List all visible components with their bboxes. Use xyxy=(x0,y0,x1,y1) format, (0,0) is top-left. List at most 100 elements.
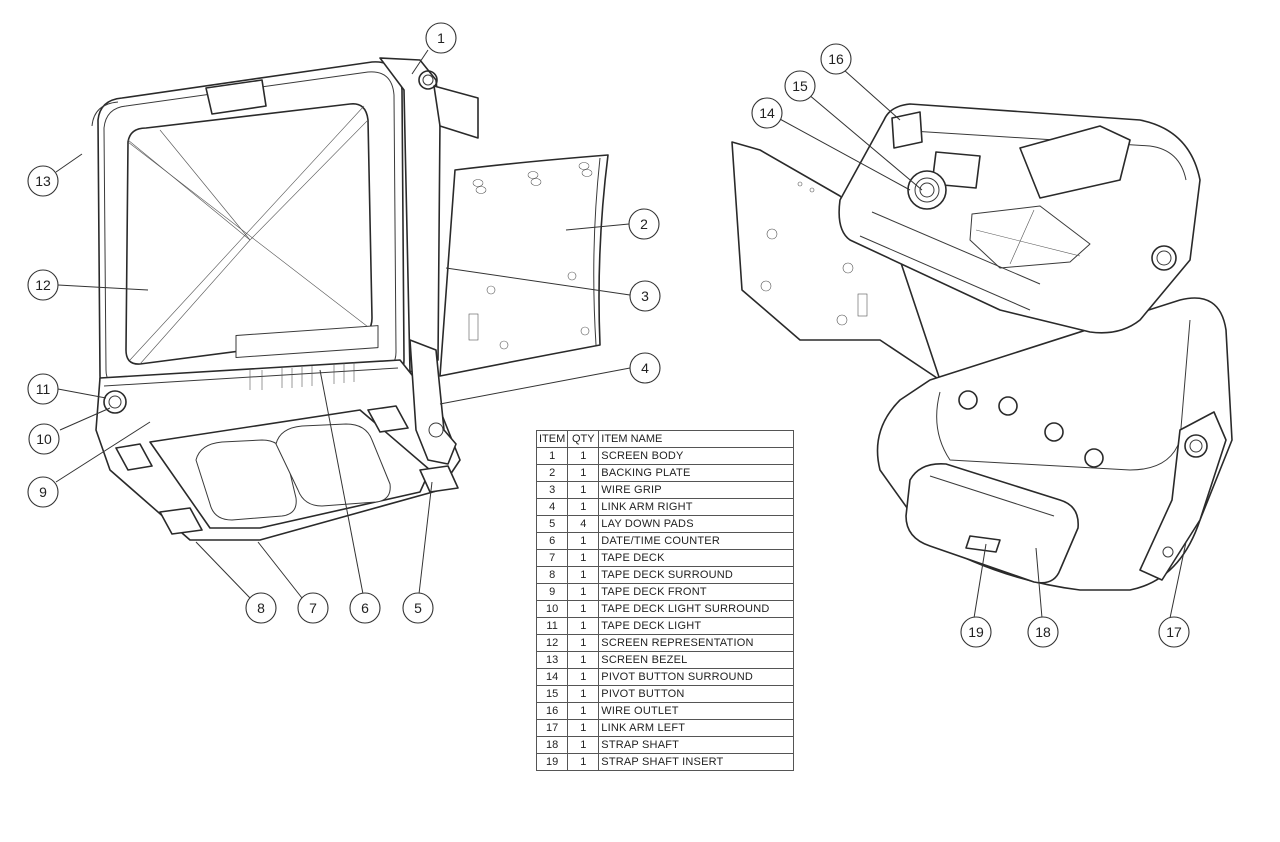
balloon-10: 10 xyxy=(28,423,60,455)
svg-text:5: 5 xyxy=(414,600,422,616)
svg-text:6: 6 xyxy=(361,600,369,616)
rear-top-housing-shape xyxy=(838,103,1201,334)
svg-text:16: 16 xyxy=(828,51,844,67)
item-cell: 18 xyxy=(535,736,569,754)
balloon-8: 8 xyxy=(245,592,277,624)
name-cell: WIRE GRIP xyxy=(598,481,795,499)
qty-cell: 4 xyxy=(567,515,600,533)
item-cell: 7 xyxy=(535,549,569,567)
table-header-row: ITEM QTY ITEM NAME xyxy=(535,430,795,448)
svg-text:4: 4 xyxy=(641,360,649,376)
balloon-15: 15 xyxy=(784,70,816,102)
name-cell: SCREEN REPRESENTATION xyxy=(598,634,795,652)
svg-text:15: 15 xyxy=(792,78,808,94)
qty-cell: 1 xyxy=(567,532,600,550)
svg-text:7: 7 xyxy=(309,600,317,616)
header-qty: QTY xyxy=(567,430,600,448)
item-cell: 11 xyxy=(535,617,569,635)
item-cell: 5 xyxy=(535,515,569,533)
qty-cell: 1 xyxy=(567,634,600,652)
rear-body-shape xyxy=(876,297,1233,591)
svg-text:3: 3 xyxy=(641,288,649,304)
item-cell: 2 xyxy=(535,464,569,482)
balloon-3: 3 xyxy=(629,280,661,312)
item-cell: 8 xyxy=(535,566,569,584)
balloon-5: 5 xyxy=(402,592,434,624)
svg-text:14: 14 xyxy=(759,105,775,121)
balloon-11: 11 xyxy=(27,373,59,405)
item-cell: 13 xyxy=(535,651,569,669)
item-cell: 4 xyxy=(535,498,569,516)
balloon-16: 16 xyxy=(820,43,852,75)
svg-text:19: 19 xyxy=(968,624,984,640)
name-cell: TAPE DECK LIGHT xyxy=(598,617,795,635)
item-cell: 1 xyxy=(535,447,569,465)
qty-cell: 1 xyxy=(567,668,600,686)
name-cell: TAPE DECK SURROUND xyxy=(598,566,795,584)
tape-deck-shape xyxy=(95,325,461,541)
svg-text:9: 9 xyxy=(39,484,47,500)
item-cell: 19 xyxy=(535,753,569,771)
item-cell: 10 xyxy=(535,600,569,618)
name-cell: LAY DOWN PADS xyxy=(598,515,795,533)
backing-plate-shape xyxy=(439,154,609,377)
balloon-6: 6 xyxy=(349,592,381,624)
qty-cell: 1 xyxy=(567,566,600,584)
svg-text:12: 12 xyxy=(35,277,51,293)
item-cell: 6 xyxy=(535,532,569,550)
name-cell: TAPE DECK xyxy=(598,549,795,567)
balloon-17: 17 xyxy=(1158,616,1190,648)
balloon-13: 13 xyxy=(27,165,59,197)
qty-cell: 1 xyxy=(567,736,600,754)
item-cell: 12 xyxy=(535,634,569,652)
name-cell: STRAP SHAFT xyxy=(598,736,795,754)
svg-text:1: 1 xyxy=(437,30,445,46)
name-cell: TAPE DECK FRONT xyxy=(598,583,795,601)
name-cell: BACKING PLATE xyxy=(598,464,795,482)
name-cell: LINK ARM LEFT xyxy=(598,719,795,737)
qty-cell: 1 xyxy=(567,600,600,618)
balloon-2: 2 xyxy=(628,208,660,240)
item-cell: 16 xyxy=(535,702,569,720)
header-item: ITEM xyxy=(535,430,569,448)
name-cell: PIVOT BUTTON xyxy=(598,685,795,703)
svg-text:17: 17 xyxy=(1166,624,1182,640)
screen-representation-shape xyxy=(125,103,373,365)
svg-text:11: 11 xyxy=(36,381,51,397)
qty-cell: 1 xyxy=(567,498,600,516)
qty-cell: 1 xyxy=(567,617,600,635)
item-cell: 14 xyxy=(535,668,569,686)
qty-cell: 1 xyxy=(567,685,600,703)
name-cell: LINK ARM RIGHT xyxy=(598,498,795,516)
name-cell: PIVOT BUTTON SURROUND xyxy=(598,668,795,686)
qty-cell: 1 xyxy=(567,702,600,720)
balloon-9: 9 xyxy=(27,476,59,508)
item-cell: 17 xyxy=(535,719,569,737)
rear-view xyxy=(731,103,1233,591)
balloon-12: 12 xyxy=(27,269,59,301)
name-cell: STRAP SHAFT INSERT xyxy=(598,753,795,771)
balloon-14: 14 xyxy=(751,97,783,129)
item-cell: 9 xyxy=(535,583,569,601)
item-cell: 15 xyxy=(535,685,569,703)
header-item-name: ITEM NAME xyxy=(598,430,795,448)
balloon-4: 4 xyxy=(629,352,661,384)
